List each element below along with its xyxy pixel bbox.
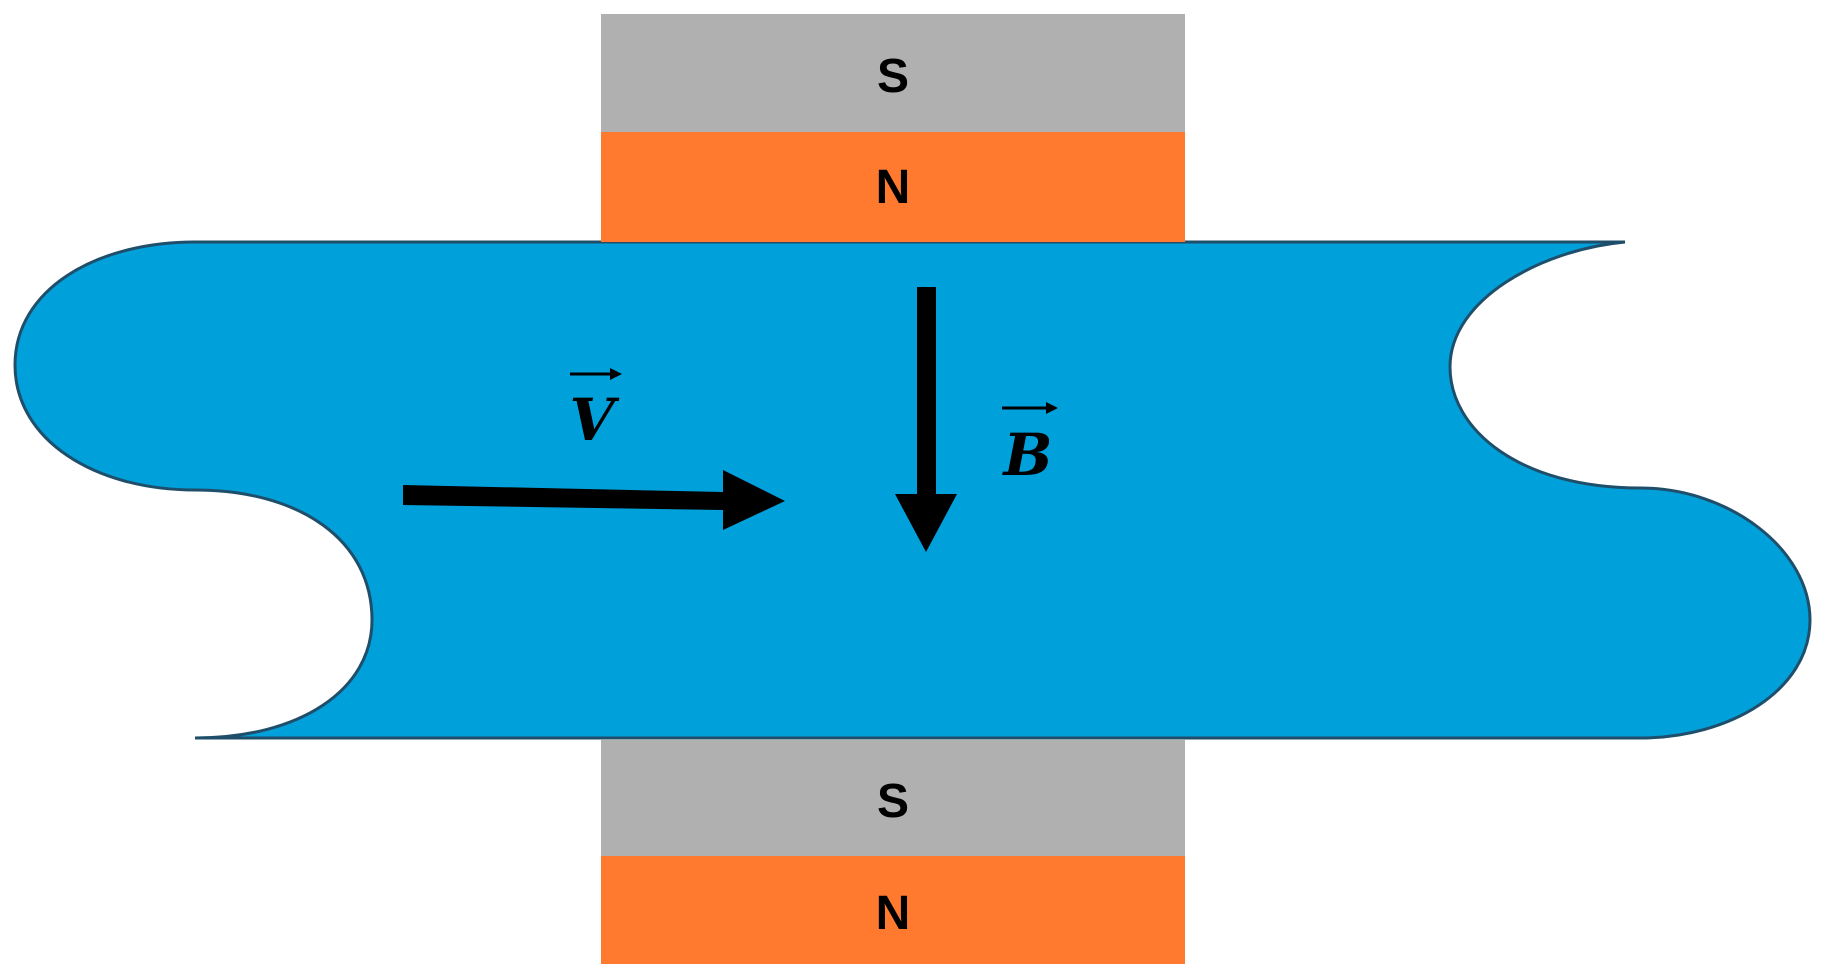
- magnetic-field-vector-label: B: [1001, 402, 1058, 489]
- bottom-magnet-south-label: S: [877, 775, 909, 828]
- magnetic-field-arrow: [895, 287, 957, 552]
- top-magnet-south-label: S: [877, 50, 909, 103]
- bottom-magnet-south-pole: [601, 740, 1185, 856]
- magnetic-field-overarrow-head: [1046, 402, 1058, 414]
- velocity-arrowhead: [723, 470, 785, 530]
- top-magnet-south-pole: [601, 14, 1185, 132]
- velocity-arrow: [403, 470, 785, 530]
- bottom-magnet-north-label: N: [876, 887, 911, 940]
- velocity-arrow-shaft: [403, 485, 723, 510]
- top-magnet-north-pole: [601, 132, 1185, 242]
- magnetic-field-arrow-shaft: [917, 287, 936, 497]
- velocity-symbol: V: [569, 386, 619, 454]
- magnetic-field-arrowhead: [895, 494, 957, 552]
- bottom-magnet: S N: [601, 740, 1185, 964]
- magnetic-field-symbol: B: [1001, 421, 1052, 489]
- top-magnet: S N: [601, 14, 1185, 242]
- velocity-vector-label: V: [569, 368, 622, 454]
- bottom-magnet-north-pole: [601, 856, 1185, 964]
- fluid-channel: [13, 240, 1812, 740]
- top-magnet-north-label: N: [876, 161, 911, 214]
- velocity-overarrow-head: [610, 368, 622, 380]
